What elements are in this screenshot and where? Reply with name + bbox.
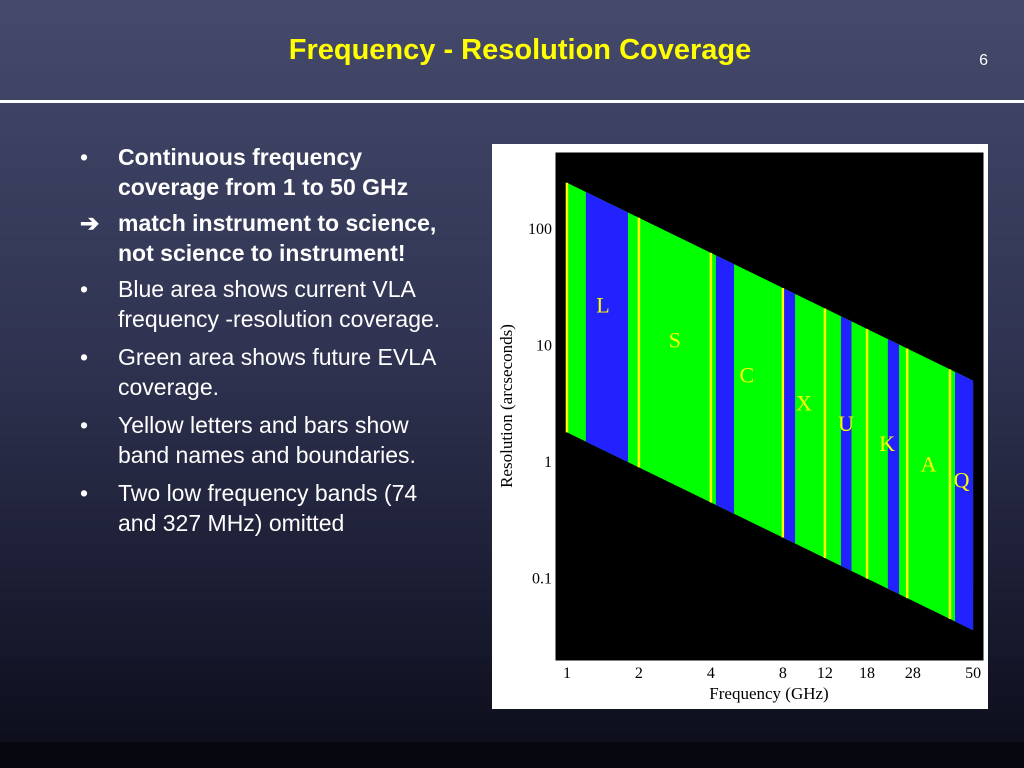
x-tick-label: 1 xyxy=(563,665,571,682)
bullet-item: • Blue area shows current VLA frequency … xyxy=(80,274,460,334)
title-divider xyxy=(0,100,1024,103)
bullet-item: • Green area shows future EVLA coverage. xyxy=(80,342,460,402)
bullet-text: Blue area shows current VLA frequency -r… xyxy=(118,276,441,332)
bullet-text: Yellow letters and bars show band names … xyxy=(118,412,416,468)
y-tick-label: 100 xyxy=(528,221,552,238)
vla-coverage-area xyxy=(955,371,974,631)
x-tick-label: 28 xyxy=(905,665,921,682)
vla-coverage-area xyxy=(840,316,852,572)
bullet-list: • Continuous frequency coverage from 1 t… xyxy=(80,142,460,546)
band-label: S xyxy=(669,328,681,353)
bullet-item: • Two low frequency bands (74 and 327 MH… xyxy=(80,478,460,538)
bullet-marker: • xyxy=(80,344,89,370)
bullet-item: • Yellow letters and bars show band name… xyxy=(80,410,460,470)
bullet-marker: • xyxy=(80,480,89,506)
slide-number: 6 xyxy=(979,52,988,69)
vla-coverage-area xyxy=(887,339,900,595)
y-tick-label: 1 xyxy=(544,454,552,471)
x-tick-label: 18 xyxy=(859,665,875,682)
y-axis-label: Resolution (arcseconds) xyxy=(497,324,516,488)
bullet-marker: • xyxy=(80,276,89,302)
slide-title: Frequency - Resolution Coverage xyxy=(288,34,752,66)
y-tick-label: 0.1 xyxy=(532,571,552,588)
vla-coverage-area xyxy=(715,255,735,514)
bullet-text: Continuous frequency coverage from 1 to … xyxy=(118,144,409,200)
arrow-icon: ➔ xyxy=(80,210,100,236)
x-tick-label: 50 xyxy=(965,665,981,682)
x-tick-label: 8 xyxy=(779,665,787,682)
bullet-marker: • xyxy=(80,144,89,170)
x-tick-label: 4 xyxy=(707,665,715,682)
vla-coverage-area xyxy=(781,287,796,544)
band-label: Q xyxy=(954,467,970,492)
bullet-item: • Continuous frequency coverage from 1 t… xyxy=(80,142,460,202)
band-label: A xyxy=(921,451,937,476)
x-tick-label: 2 xyxy=(635,665,643,682)
coverage-layer: L S C X UK AQ xyxy=(565,182,974,631)
bullet-item: ➔ match instrument to science, not scien… xyxy=(80,208,460,268)
vla-coverage-area xyxy=(585,191,628,463)
band-label: L xyxy=(596,293,609,318)
bullet-text: match instrument to science, not science… xyxy=(118,210,437,266)
x-axis-label: Frequency (GHz) xyxy=(709,684,828,703)
bullet-text: Green area shows future EVLA coverage. xyxy=(118,344,436,400)
band-label: X xyxy=(796,391,812,416)
footer-band xyxy=(0,742,1024,768)
plot-border xyxy=(555,152,984,661)
band-label: K xyxy=(879,431,895,456)
evla-coverage-area xyxy=(566,182,974,631)
bullet-text: Two low frequency bands (74 and 327 MHz)… xyxy=(118,480,418,536)
band-label: C xyxy=(740,363,755,388)
y-tick-label: 10 xyxy=(536,338,552,355)
x-tick-label: 12 xyxy=(817,665,833,682)
bullet-marker: • xyxy=(80,412,89,438)
band-label: U xyxy=(838,411,854,436)
